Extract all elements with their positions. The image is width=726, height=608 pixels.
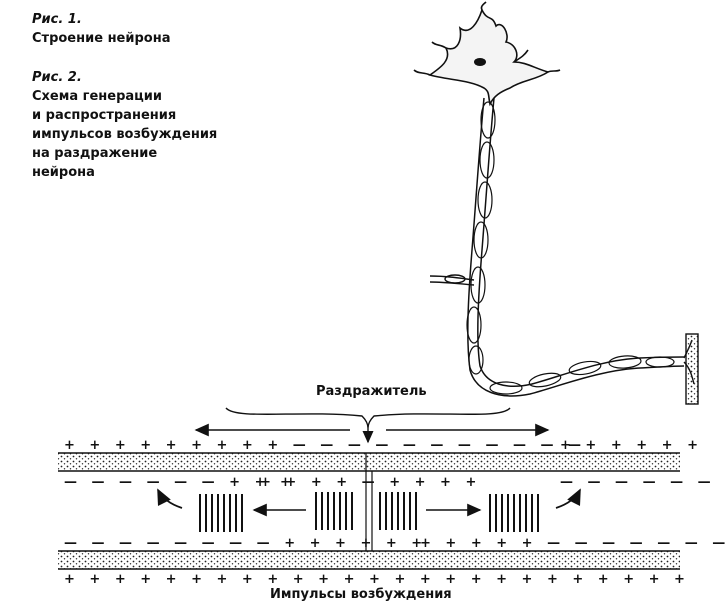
figure-2-line-1: Схема генерации bbox=[32, 89, 163, 104]
figure-2-line-5: нейрона bbox=[32, 165, 95, 180]
figure-2-label: Рис. 2. bbox=[32, 70, 82, 85]
stimulus-label: Раздражитель bbox=[316, 384, 427, 399]
curved-arrow-left bbox=[157, 488, 183, 509]
myelin-segments bbox=[466, 101, 675, 395]
svg-text:+ + + + + + + + + — — — — — —: + + + + + + + + + — — — — — — — — — — — bbox=[64, 438, 586, 453]
figure-2-line-2: и распространения bbox=[32, 108, 177, 123]
figure-2-line-4: на раздражение bbox=[32, 146, 158, 161]
figure-2-line-3: импульсов возбуждения bbox=[32, 127, 218, 142]
charge-signs: + + + + + + + + + — — — — — — — — — — — … bbox=[64, 438, 726, 587]
impulse-block-far-right bbox=[489, 494, 539, 532]
impulse-block-left bbox=[315, 492, 353, 530]
upper-membrane bbox=[58, 453, 680, 471]
axon bbox=[467, 97, 685, 397]
axon-collateral bbox=[429, 274, 475, 286]
lower-membrane bbox=[58, 551, 680, 569]
svg-text:— — — — — — + + +: — — — — — — + + + bbox=[64, 475, 296, 490]
impulse-block-right bbox=[379, 492, 417, 530]
figure-1-title: Строение нейрона bbox=[32, 31, 171, 46]
axon-terminal bbox=[683, 333, 699, 405]
nucleus bbox=[474, 58, 486, 66]
impulse-block-far-left bbox=[199, 494, 243, 532]
svg-text:+ + + + + — — — — — — —: + + + + + — — — — — — — bbox=[420, 536, 726, 551]
svg-text:+ + + + + +: + + + + + + bbox=[560, 438, 703, 453]
svg-text:— — — — — —: — — — — — — bbox=[560, 475, 716, 490]
stimulus-brace bbox=[225, 407, 511, 429]
svg-text:+ + + + — + + + +: + + + + — + + + + bbox=[260, 475, 481, 490]
svg-text:— — — — — — — — + + + + + +: — — — — — — — — + + + + + + bbox=[64, 536, 427, 551]
neuron-cell-body bbox=[413, 1, 561, 107]
figure-2-caption: Рис. 2. Схема генерации и распространени… bbox=[32, 68, 217, 182]
figure-1-label: Рис. 1. bbox=[32, 12, 82, 27]
svg-text:+ + + + + + + + + + + + + + +: + + + + + + + + + + + + + + + + + + + + … bbox=[64, 572, 690, 587]
impulses-label: Импульсы возбуждения bbox=[270, 587, 452, 602]
curved-arrow-right bbox=[555, 488, 581, 509]
figure-1-caption: Рис. 1. Строение нейрона bbox=[32, 10, 170, 48]
